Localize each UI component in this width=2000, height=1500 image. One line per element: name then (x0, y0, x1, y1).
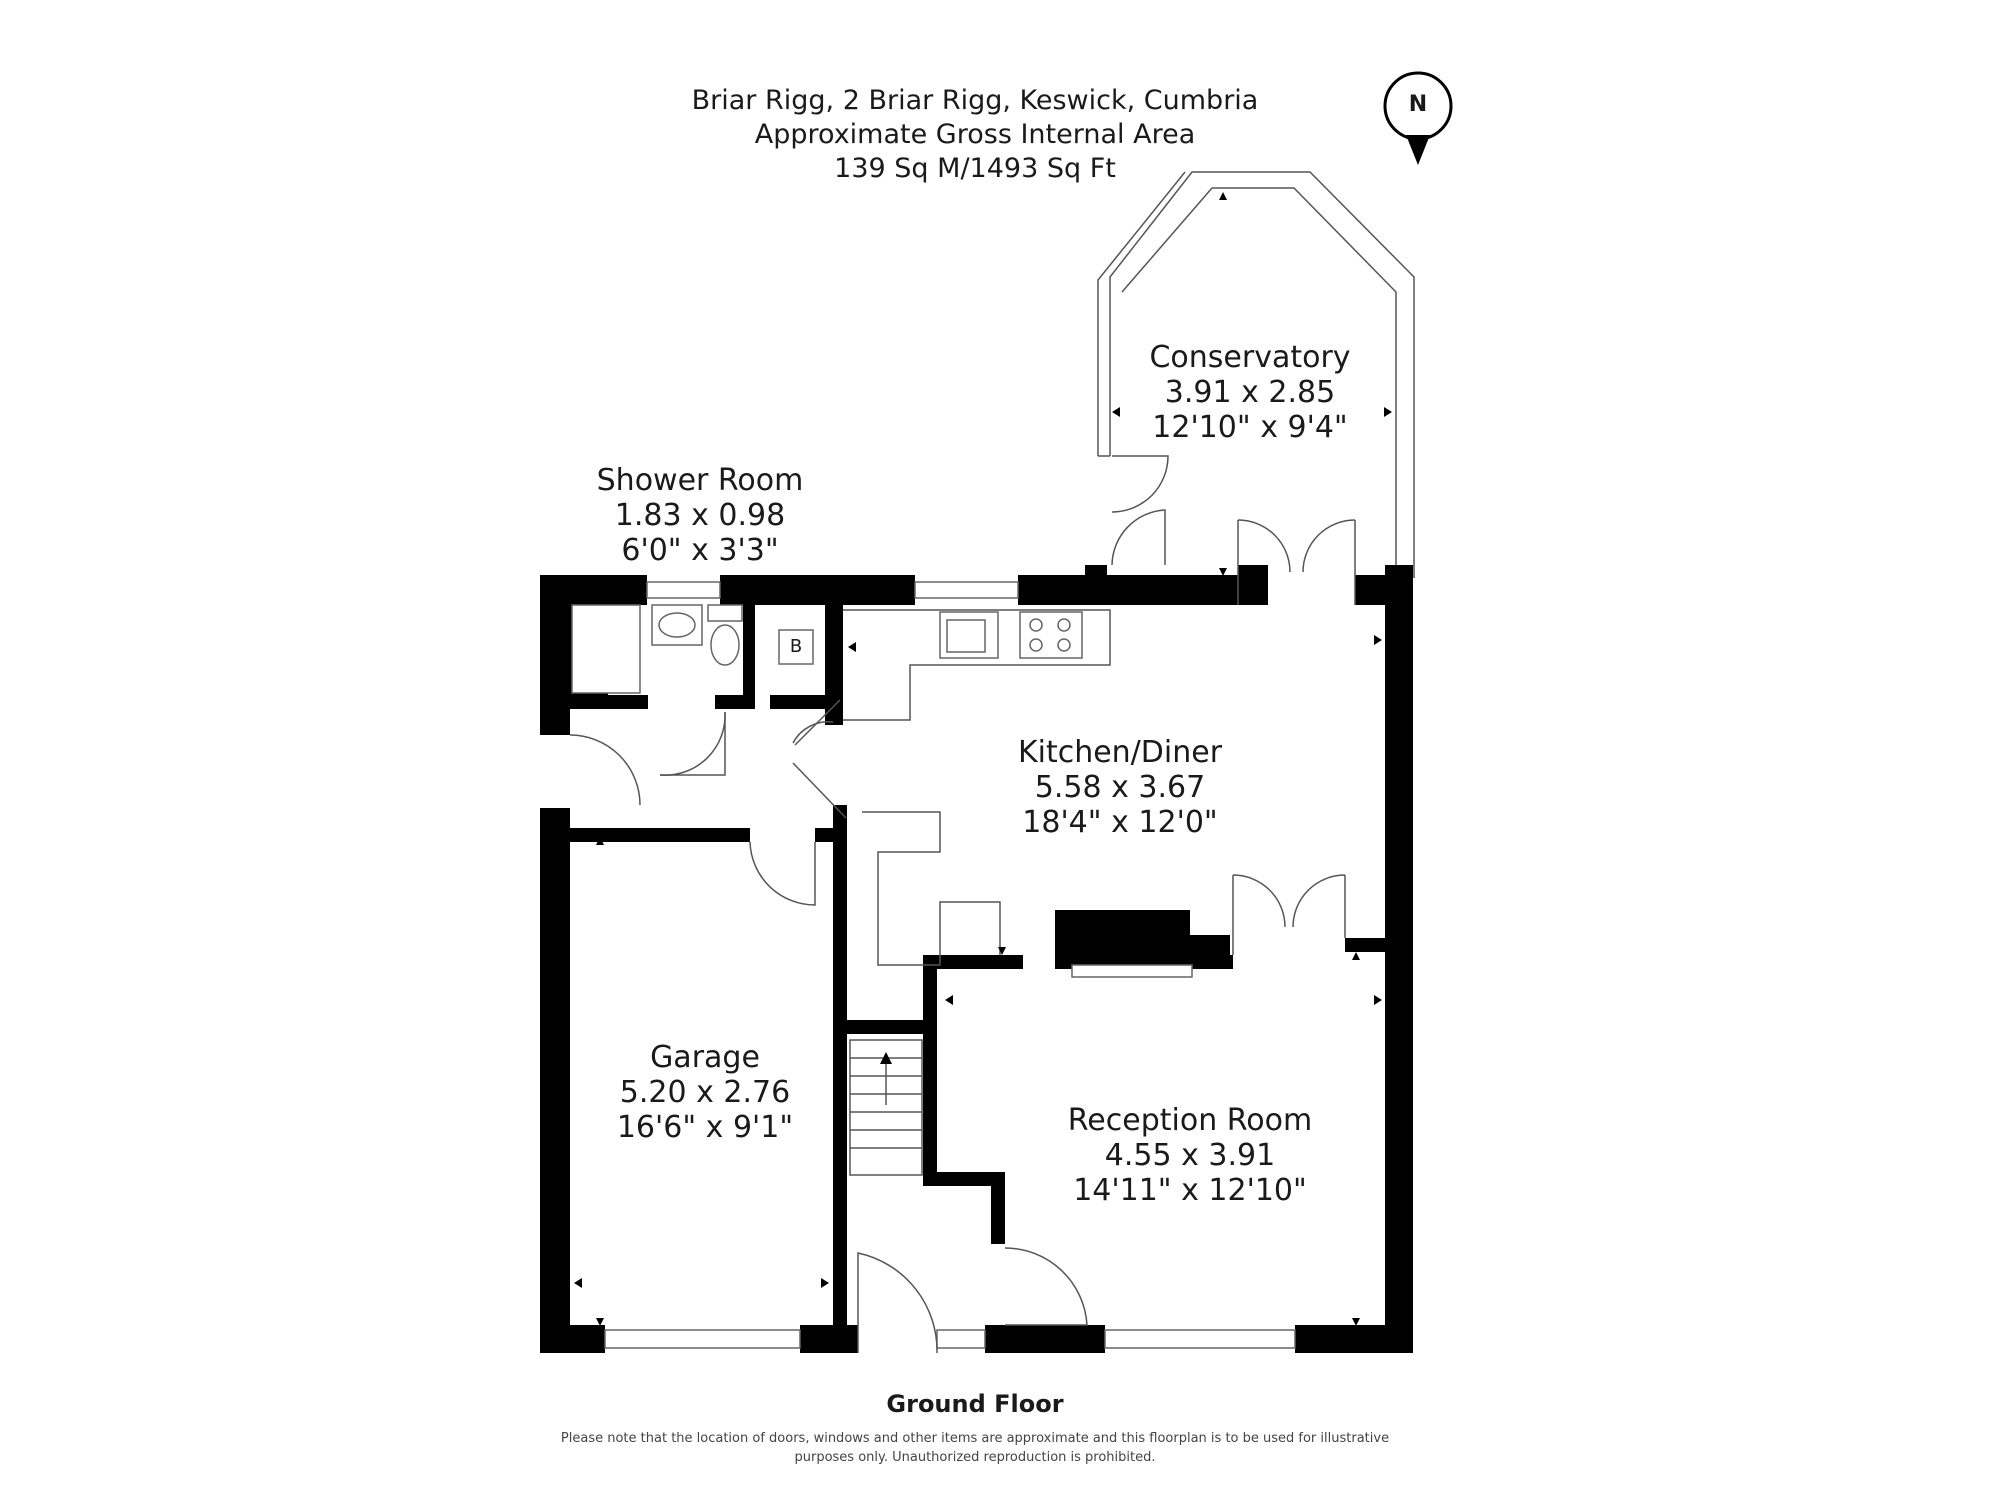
reception-room-metric: 4.55 x 3.91 (1104, 1138, 1276, 1173)
reception-room-name: Reception Room (1067, 1103, 1313, 1138)
garage-name: Garage (650, 1040, 760, 1075)
conservatory-double-door (1111, 455, 1169, 566)
north-compass-icon (1383, 71, 1453, 165)
shower-room-metric: 1.83 x 0.98 (614, 498, 786, 533)
garage-metric: 5.20 x 2.76 (619, 1075, 791, 1110)
kitchen-diner-imperial: 18'4" x 12'0" (1022, 805, 1218, 840)
floor-name: Ground Floor (886, 1390, 1064, 1418)
conservatory-name: Conservatory (1149, 340, 1351, 375)
garage-imperial: 16'6" x 9'1" (616, 1110, 794, 1145)
shower-room-name: Shower Room (596, 463, 804, 498)
kitchen-diner-name: Kitchen/Diner (1017, 735, 1223, 770)
shower-room-label: Shower Room 1.83 x 0.98 6'0" x 3'3" (560, 463, 840, 568)
staircase (849, 1039, 923, 1176)
doors (569, 519, 1356, 1354)
conservatory-label: Conservatory 3.91 x 2.85 12'10" x 9'4" (1100, 340, 1400, 445)
kitchen-worktop (843, 609, 1111, 966)
disclaimer-line-1: Please note that the location of doors, … (560, 1431, 1390, 1446)
reception-room-label: Reception Room 4.55 x 3.91 14'11" x 12'1… (1020, 1103, 1360, 1208)
fireplace-hearth (1071, 964, 1193, 978)
windows (604, 581, 1296, 1349)
dimension-markers (574, 192, 1392, 1326)
conservatory-outline (1097, 171, 1415, 578)
conservatory-metric: 3.91 x 2.85 (1164, 375, 1336, 410)
wash-basin (651, 604, 703, 646)
area-caption: Approximate Gross Internal Area (754, 119, 1196, 150)
garage-label: Garage 5.20 x 2.76 16'6" x 9'1" (580, 1040, 830, 1145)
shower-room-imperial: 6'0" x 3'3" (621, 533, 779, 568)
compass-north-label: N (1408, 92, 1428, 117)
property-address: Briar Rigg, 2 Briar Rigg, Keswick, Cumbr… (691, 85, 1259, 116)
reception-room-imperial: 14'11" x 12'10" (1073, 1173, 1307, 1208)
kitchen-diner-metric: 5.58 x 3.67 (1034, 770, 1206, 805)
kitchen-sink (939, 611, 999, 659)
toilet (707, 604, 743, 666)
hob (1019, 611, 1083, 659)
walls (540, 565, 1413, 1353)
boiler-label: B (789, 636, 803, 657)
gross-internal-area: 139 Sq M/1493 Sq Ft (834, 153, 1116, 184)
conservatory-imperial: 12'10" x 9'4" (1152, 410, 1348, 445)
kitchen-diner-label: Kitchen/Diner 5.58 x 3.67 18'4" x 12'0" (970, 735, 1270, 840)
shower-tray (571, 604, 641, 694)
boiler-cupboard (778, 629, 814, 665)
disclaimer-line-2: purposes only. Unauthorized reproduction… (794, 1450, 1156, 1465)
